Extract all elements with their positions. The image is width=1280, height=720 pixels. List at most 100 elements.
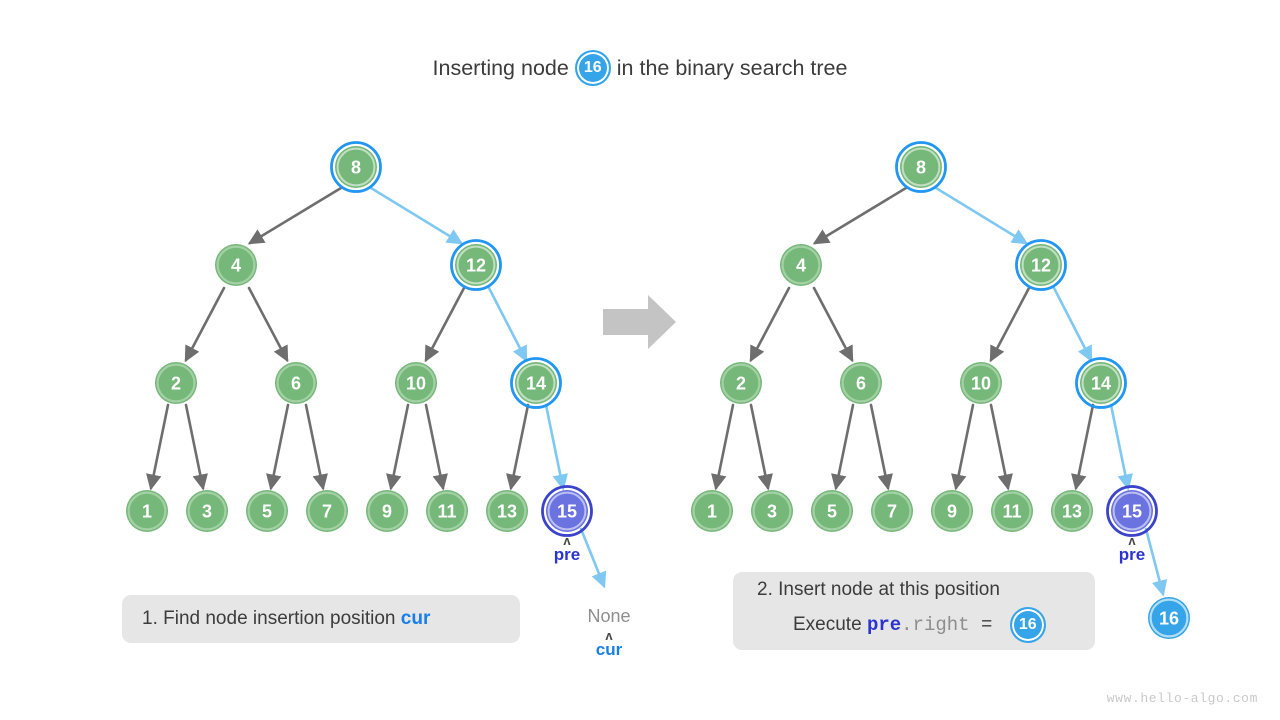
node-value: 3 — [767, 502, 777, 522]
tree-node[interactable]: 5 — [246, 490, 288, 532]
node-circle — [1051, 490, 1093, 532]
node-value: 1 — [142, 502, 152, 522]
node-inner-ring — [1081, 363, 1121, 403]
node-value: 3 — [202, 502, 212, 522]
node-circle — [1020, 244, 1062, 286]
node-inner-ring — [156, 363, 196, 403]
node-highlight-ring — [450, 239, 502, 291]
tree-node[interactable]: 10 — [960, 362, 1002, 404]
left-pre-pointer: ʌ pre — [537, 534, 597, 565]
node-value: 4 — [796, 256, 806, 276]
tree-node[interactable]: 2 — [155, 362, 197, 404]
node-value: 13 — [497, 502, 517, 522]
node-value: 8 — [916, 158, 926, 178]
node-circle — [900, 146, 942, 188]
node-circle — [395, 362, 437, 404]
tree-node[interactable]: 12 — [1015, 239, 1067, 291]
tree-node[interactable]: 7 — [306, 490, 348, 532]
node-highlight-ring — [1015, 239, 1067, 291]
tree-node[interactable]: 11 — [991, 490, 1033, 532]
title-suffix: in the binary search tree — [610, 55, 848, 80]
node-value: 14 — [526, 374, 546, 394]
tree-node[interactable]: 14 — [510, 357, 562, 409]
page-title: Inserting node 16 in the binary search t… — [0, 50, 1280, 86]
tree-node[interactable]: 9 — [931, 490, 973, 532]
tree-node[interactable]: 1 — [126, 490, 168, 532]
node-value: 9 — [947, 502, 957, 522]
node-inner-ring — [781, 245, 821, 285]
tree-node[interactable]: 5 — [811, 490, 853, 532]
node-circle — [246, 490, 288, 532]
right-caption-equals: = — [969, 614, 1004, 636]
tree-node[interactable]: 10 — [395, 362, 437, 404]
node-circle — [126, 490, 168, 532]
tree-node[interactable]: 1 — [691, 490, 733, 532]
pre-label: pre — [553, 545, 581, 564]
tree-node[interactable]: 4 — [780, 244, 822, 286]
tree-node[interactable]: 3 — [186, 490, 228, 532]
node-circle — [366, 490, 408, 532]
tree-node[interactable]: 8 — [330, 141, 382, 193]
node-circle — [840, 362, 882, 404]
right-caption-line1: 2. Insert node at this position — [757, 579, 1000, 600]
tree-node[interactable]: 16 — [1148, 597, 1190, 639]
cur-caret-icon: ʌ — [605, 628, 613, 643]
tree-node[interactable]: 12 — [450, 239, 502, 291]
tree-node[interactable]: 2 — [720, 362, 762, 404]
tree-node[interactable]: 15 — [541, 485, 593, 537]
node-inner-ring — [487, 491, 527, 531]
node-value: 12 — [1031, 256, 1051, 276]
node-inner-ring — [127, 491, 167, 531]
tree-node[interactable]: 6 — [840, 362, 882, 404]
node-value: 15 — [557, 502, 577, 522]
node-inner-ring — [547, 491, 587, 531]
tree-node[interactable]: 4 — [215, 244, 257, 286]
node-value: 5 — [262, 502, 272, 522]
tree-node[interactable]: 6 — [275, 362, 317, 404]
tree-node[interactable]: 8 — [895, 141, 947, 193]
tree-node[interactable]: 15 — [1106, 485, 1158, 537]
node-value: 7 — [322, 502, 332, 522]
node-value: 11 — [437, 502, 456, 522]
node-circle — [751, 490, 793, 532]
node-circle — [426, 490, 468, 532]
right-caption-right: right — [912, 614, 970, 636]
tree-node[interactable]: 13 — [1051, 490, 1093, 532]
tree-node[interactable]: 13 — [486, 490, 528, 532]
node-inner-ring — [187, 491, 227, 531]
node-value: 1 — [707, 502, 717, 522]
node-value: 16 — [1159, 609, 1179, 629]
none-label: None — [587, 606, 631, 626]
node-circle — [546, 490, 588, 532]
node-inner-ring — [216, 245, 256, 285]
node-inner-ring — [367, 491, 407, 531]
node-inner-ring — [721, 363, 761, 403]
node-circle — [780, 244, 822, 286]
node-value: 9 — [382, 502, 392, 522]
node-inner-ring — [396, 363, 436, 403]
right-caption-node-badge: 16 — [1009, 607, 1046, 643]
node-inner-ring — [932, 491, 972, 531]
node-highlight-ring — [541, 485, 593, 537]
node-inner-ring — [456, 245, 496, 285]
right-caption-execute: Execute — [793, 614, 867, 635]
node-value: 10 — [406, 374, 426, 394]
node-circle — [335, 146, 377, 188]
node-value: 5 — [827, 502, 837, 522]
node-value: 6 — [856, 374, 866, 394]
tree-node[interactable]: 9 — [366, 490, 408, 532]
tree-node[interactable]: 11 — [426, 490, 468, 532]
tree-node[interactable]: 7 — [871, 490, 913, 532]
node-inner-ring — [752, 491, 792, 531]
node-highlight-ring — [895, 141, 947, 193]
left-caption: 1. Find node insertion position cur — [122, 595, 520, 643]
tree-node[interactable]: 14 — [1075, 357, 1127, 409]
tree-node[interactable]: 3 — [751, 490, 793, 532]
node-value: 11 — [1002, 502, 1021, 522]
node-value: 15 — [1122, 502, 1142, 522]
node-inner-ring — [516, 363, 556, 403]
node-inner-ring — [336, 147, 376, 187]
left-caption-highlight: cur — [400, 608, 431, 629]
